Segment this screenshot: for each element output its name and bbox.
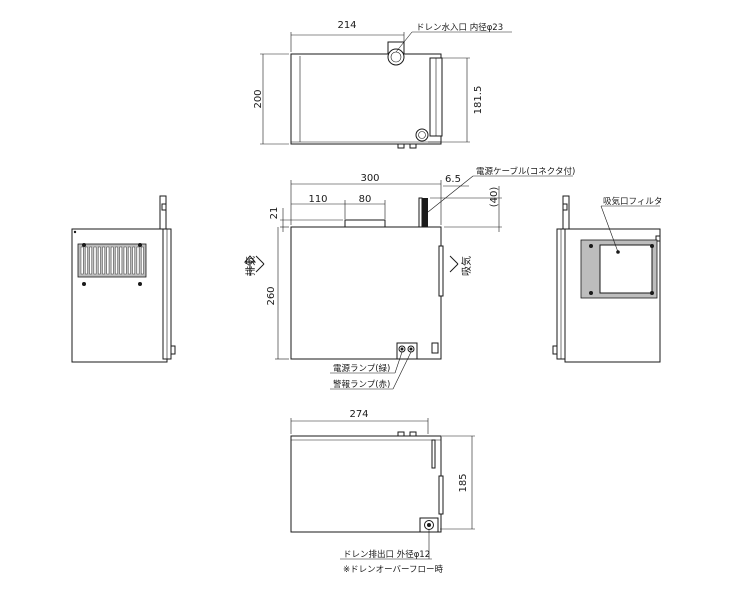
top-view: 214 200 181.5 ドレン水入口 内径φ23: [253, 20, 512, 149]
dim-top-depth: 181.5: [473, 86, 484, 115]
grille-slot: [85, 246, 88, 275]
grille-slot: [119, 246, 123, 275]
grille-slot: [93, 246, 97, 275]
leader-drain-inlet: [395, 31, 413, 53]
dim-offset-top: 21: [269, 207, 280, 220]
leader-alarm-lamp: [392, 351, 412, 390]
grille-slot: [140, 246, 144, 275]
bottom-view-body: [290, 435, 442, 533]
front-view-body: [290, 226, 442, 360]
dim-top-height: 200: [253, 89, 264, 108]
dim-offset-b: 80: [359, 194, 372, 205]
label-power-cable: 電源ケーブル(コネクタ付): [476, 166, 575, 177]
grille-slot: [115, 246, 118, 275]
label-power-lamp: 電源ランプ(緑): [333, 363, 390, 374]
dim-bottom-depth: 185: [458, 473, 469, 492]
dim-cable-offset: 6.5: [445, 174, 461, 185]
grille-slot: [128, 246, 131, 275]
label-alarm-lamp: 警報ランプ(赤): [333, 379, 390, 390]
intake-filter-opening: [599, 244, 653, 294]
grille-slot: [89, 246, 92, 275]
dim-cable-height: (40): [489, 187, 500, 208]
leader-power-cable: [427, 175, 474, 213]
left-side-view: [71, 195, 176, 363]
front-view: 300 110 80 21 260 6.5 (40) 電源ケーブル(コネクタ付)…: [243, 166, 575, 390]
right-side-view: 吸気口フィルタ: [552, 195, 662, 363]
grille-slot: [136, 246, 140, 275]
label-intake: 吸気: [460, 256, 473, 276]
label-drain-outlet: ドレン排出口 外径φ12: [343, 549, 430, 560]
label-exhaust: 排気: [244, 256, 257, 276]
drain-outlet-port-top: [415, 128, 429, 142]
drain-inlet-port: [387, 48, 405, 66]
power-cable-connector: [422, 198, 428, 227]
label-intake-filter: 吸気口フィルタ: [603, 196, 662, 207]
bottom-view: 274 185 ドレン排出口 外径φ12 ※ドレンオーバーフロー時: [290, 409, 475, 575]
dim-offset-a: 110: [308, 194, 327, 205]
dim-front-width: 300: [360, 173, 379, 184]
label-drain-inlet: ドレン水入口 内径φ23: [416, 22, 503, 33]
grille-slot: [106, 246, 110, 275]
leader-power-lamp: [394, 351, 403, 374]
grille-slot: [97, 246, 101, 275]
dim-top-width: 214: [337, 20, 356, 31]
leader-intake-filter: [600, 205, 619, 253]
grille-slot: [80, 246, 84, 275]
exhaust-vent-grille: [77, 243, 147, 278]
dim-front-height: 260: [266, 286, 277, 305]
grille-slot: [102, 246, 105, 275]
grille-slot: [132, 246, 136, 275]
grille-slot: [110, 246, 114, 275]
label-overflow-note: ※ドレンオーバーフロー時: [343, 565, 444, 575]
grille-slot: [123, 246, 127, 275]
dim-bottom-width: 274: [349, 409, 368, 420]
